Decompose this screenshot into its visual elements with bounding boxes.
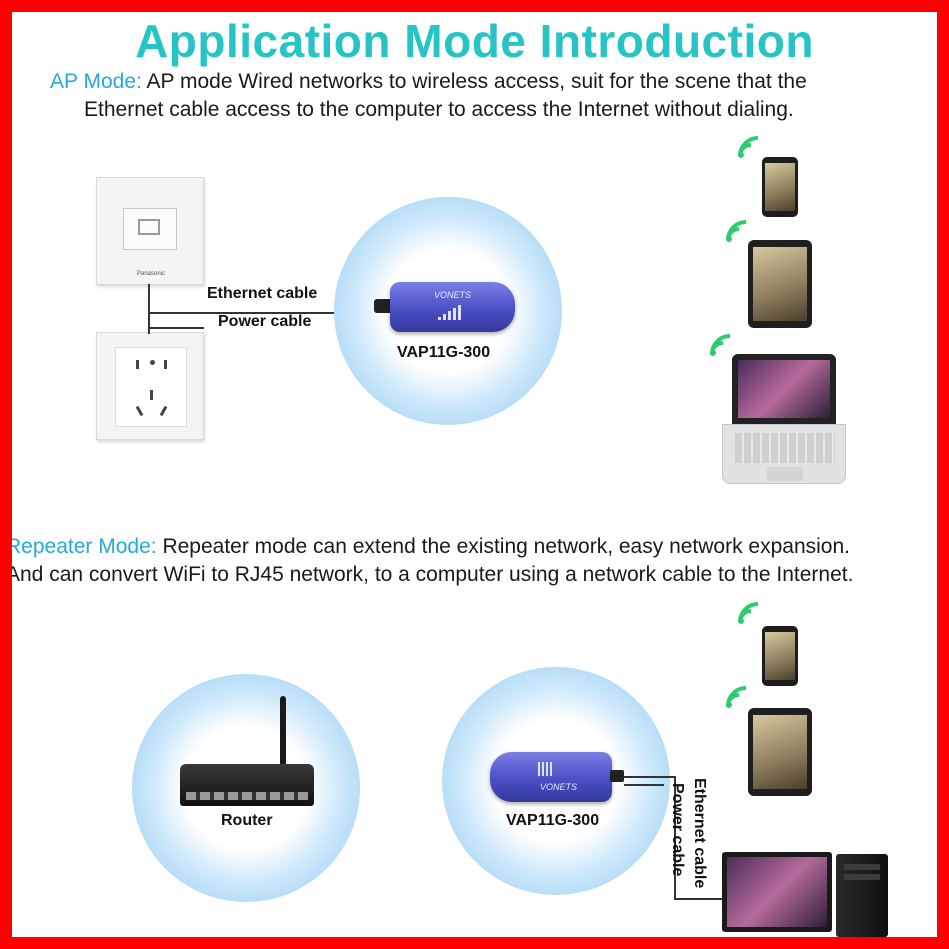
laptop-keyboard [722,424,846,484]
ethernet-port-icon [123,208,177,250]
router-antenna [280,696,286,766]
wifi-icon [710,334,731,356]
signal-bars-icon [438,304,462,320]
ap-mode-line2: Ethernet cable access to the computer to… [84,98,794,121]
ap-power-cable-line [148,327,204,329]
ap-ethernet-label: Ethernet cable [207,285,318,302]
repeater-device-label: VAP11G-300 [506,812,600,829]
repeater-mode-line1: Repeater Mode: Repeater mode can extend … [12,533,850,561]
tablet-icon [748,708,812,796]
router-label: Router [221,812,273,829]
desktop-monitor-icon [722,852,832,932]
repeater-device-connector [610,770,624,782]
smartphone-icon [762,626,798,686]
smartphone-icon [762,157,798,217]
ap-mode-text1: AP mode Wired networks to wireless acces… [146,70,807,93]
repeater-power-cable-line [624,784,664,786]
repeater-power-label: Power cable [669,783,686,877]
wifi-icon [726,686,747,708]
laptop-icon [732,354,836,424]
ethernet-wall-plate: Panasonic [96,177,204,285]
pc-tower-icon [836,854,888,937]
ap-power-label: Power cable [218,313,312,330]
page-title: Application Mode Introduction [135,15,814,67]
ap-ethernet-cable-line [148,312,384,314]
repeater-vonets-device: VONETS [490,752,612,802]
ap-vonets-device: VONETS [390,282,515,332]
wifi-icon [738,602,759,624]
cable-drop [674,776,676,900]
cable-riser [148,284,150,334]
cable-to-pc [674,898,736,900]
repeater-device-brand: VONETS [540,782,578,792]
ap-device-brand: VONETS [434,290,472,300]
ap-mode-heading: AP Mode: [50,70,142,93]
repeater-ethernet-cable-line [624,776,676,778]
diagram-canvas: Application Mode Introduction AP Mode: A… [12,12,937,937]
repeater-ethernet-label: Ethernet cable [691,778,708,889]
router-icon [180,764,314,806]
repeater-mode-line2: And can convert WiFi to RJ45 network, to… [12,563,854,586]
socket-holes-icon [115,347,187,427]
repeater-mode-text1: Repeater mode can extend the existing ne… [162,535,851,558]
ap-mode-line1: AP Mode: AP mode Wired networks to wirel… [50,68,807,96]
tablet-icon [748,240,812,328]
ap-device-connector [374,299,394,313]
repeater-mode-heading: Repeater Mode: [12,535,157,558]
power-wall-socket [96,332,204,440]
ap-device-label: VAP11G-300 [397,344,491,361]
vent-icon [538,762,554,776]
wifi-icon [738,136,759,158]
wifi-icon [726,220,747,242]
wall-plate-brand: Panasonic [136,271,166,277]
